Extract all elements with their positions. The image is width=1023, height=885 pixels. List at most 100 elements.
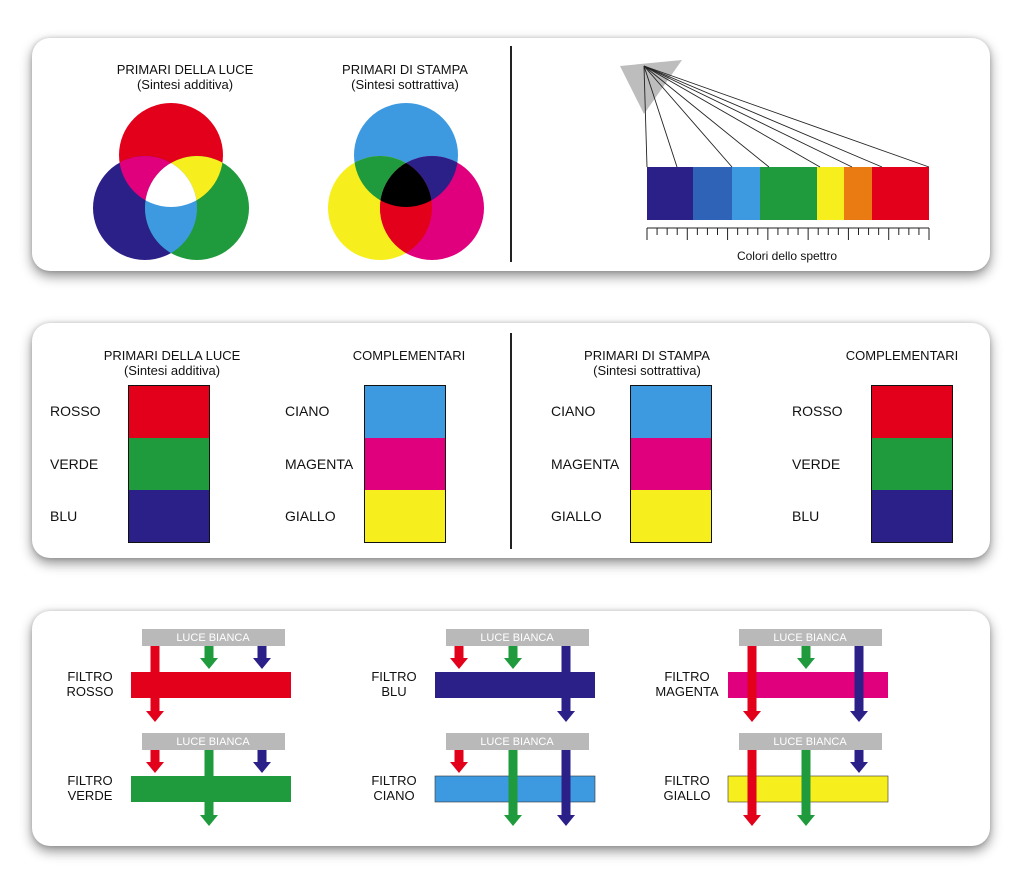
light-ray <box>643 65 821 168</box>
color-synthesis-panel: PRIMARI DELLA LUCE (Sintesi additiva) PR… <box>32 38 990 271</box>
arrow-head <box>557 711 575 722</box>
arrow-head <box>743 815 761 826</box>
filter-diagram-giallo: LUCE BIANCA <box>727 733 889 826</box>
green-light-arrow <box>801 646 811 659</box>
white-light-bar <box>142 733 285 750</box>
filter-label-line2: ROSSO <box>66 684 114 699</box>
color-swatch-column <box>630 385 712 543</box>
white-light-label: LUCE BIANCA <box>176 736 250 748</box>
arrow-head <box>200 815 218 826</box>
black-overlap <box>380 156 432 207</box>
arrow-head <box>450 658 468 669</box>
color-swatch-yellow <box>631 490 711 542</box>
group-title-text: COMPLEMENTARI <box>845 348 959 363</box>
white-overlap <box>145 156 197 207</box>
group-title: COMPLEMENTARI <box>812 348 992 363</box>
filter-label-line1: FILTRO <box>67 669 113 684</box>
filter-diagram-blu: LUCE BIANCA <box>435 629 595 722</box>
color-name-label: GIALLO <box>551 508 602 524</box>
group-title: PRIMARI DELLA LUCE(Sintesi additiva) <box>82 348 262 378</box>
color-swatch-red <box>129 386 209 438</box>
filter-label-line1: FILTRO <box>371 669 417 684</box>
blue-light-arrow <box>854 750 864 763</box>
white-light-bar <box>739 629 882 646</box>
filter-label-line2: CIANO <box>373 788 415 803</box>
color-swatch-magenta <box>365 438 445 490</box>
filter-diagram-magenta: LUCE BIANCA <box>728 629 888 722</box>
filter-label-line2: GIALLO <box>663 788 711 803</box>
color-swatch-green <box>872 438 952 490</box>
color-name-label: GIALLO <box>285 508 336 524</box>
green-light-arrow <box>204 646 214 659</box>
blue-light-arrow <box>257 646 267 659</box>
white-light-bar <box>142 629 285 646</box>
color-name-label: MAGENTA <box>285 455 354 472</box>
white-light-bar <box>739 733 882 750</box>
additive-subtitle-text: (Sintesi additiva) <box>136 77 234 92</box>
white-light-label: LUCE BIANCA <box>773 736 847 748</box>
filter-diagram-rosso: LUCE BIANCA <box>131 629 291 722</box>
filter-slab <box>435 672 595 698</box>
filter-label-line1: FILTRO <box>664 773 710 788</box>
filter-label-line1: FILTRO <box>664 669 710 684</box>
spectrum-band-green <box>760 167 817 220</box>
arrow-head <box>850 762 868 773</box>
spectrum-caption: Colori dello spettro <box>736 249 838 263</box>
light-ray <box>643 65 883 168</box>
filter-label-line1: FILTRO <box>371 773 417 788</box>
arrow-head <box>146 711 164 722</box>
panel-divider <box>510 333 512 549</box>
filter-label-line2: BLU <box>381 684 407 699</box>
subtractive-title: PRIMARI DI STAMPA (Sintesi sottrattiva) <box>290 62 520 92</box>
color-name-label: VERDE <box>50 455 99 472</box>
spectrum-band-orange <box>844 167 872 220</box>
filter-diagram-verde: LUCE BIANCA <box>131 733 291 826</box>
additive-title-text: PRIMARI DELLA LUCE <box>116 62 254 77</box>
red-light-arrow <box>454 750 464 763</box>
group-title-text: PRIMARI DI STAMPA <box>584 348 710 363</box>
group-subtitle-text: (Sintesi sottrattiva) <box>593 363 701 378</box>
arrow-head <box>504 658 522 669</box>
red-light-arrow <box>150 646 160 712</box>
color-swatch-magenta <box>631 438 711 490</box>
white-light-label: LUCE BIANCA <box>480 736 554 748</box>
spectrum-band-red <box>872 167 929 220</box>
white-light-label: LUCE BIANCA <box>176 632 250 644</box>
blue-light-arrow <box>854 646 864 712</box>
green-light-arrow <box>801 750 811 816</box>
color-name-label: BLU <box>792 508 820 524</box>
arrow-head <box>850 711 868 722</box>
light-ray <box>643 65 770 168</box>
filter-label-line2: MAGENTA <box>655 684 719 699</box>
group-title-text: PRIMARI DELLA LUCE <box>103 348 241 363</box>
green-light-arrow <box>204 750 214 816</box>
filter-label-line2: VERDE <box>67 788 113 803</box>
arrow-head <box>743 711 761 722</box>
light-ray <box>643 65 930 168</box>
group-title: PRIMARI DI STAMPA(Sintesi sottrattiva) <box>557 348 737 378</box>
white-light-bar <box>446 733 589 750</box>
white-light-label: LUCE BIANCA <box>773 632 847 644</box>
green-light-arrow <box>508 646 518 659</box>
arrow-head <box>504 815 522 826</box>
group-title-text: COMPLEMENTARI <box>352 348 466 363</box>
color-swatch-blue <box>872 490 952 542</box>
spectrum-band-spectrum_midblue <box>693 167 732 220</box>
green-light-arrow <box>508 750 518 816</box>
light-ray <box>643 65 678 168</box>
light-ray <box>643 65 648 168</box>
color-swatch-yellow <box>365 490 445 542</box>
arrow-head <box>797 815 815 826</box>
additive-venn-diagram <box>93 103 249 260</box>
group-title: COMPLEMENTARI <box>319 348 499 363</box>
filter-label-line1: FILTRO <box>67 773 113 788</box>
arrow-head <box>200 658 218 669</box>
color-name-label: CIANO <box>551 403 596 419</box>
filter-diagram-ciano: LUCE BIANCA <box>434 733 596 826</box>
subtractive-subtitle-text: (Sintesi sottrattiva) <box>351 77 459 92</box>
